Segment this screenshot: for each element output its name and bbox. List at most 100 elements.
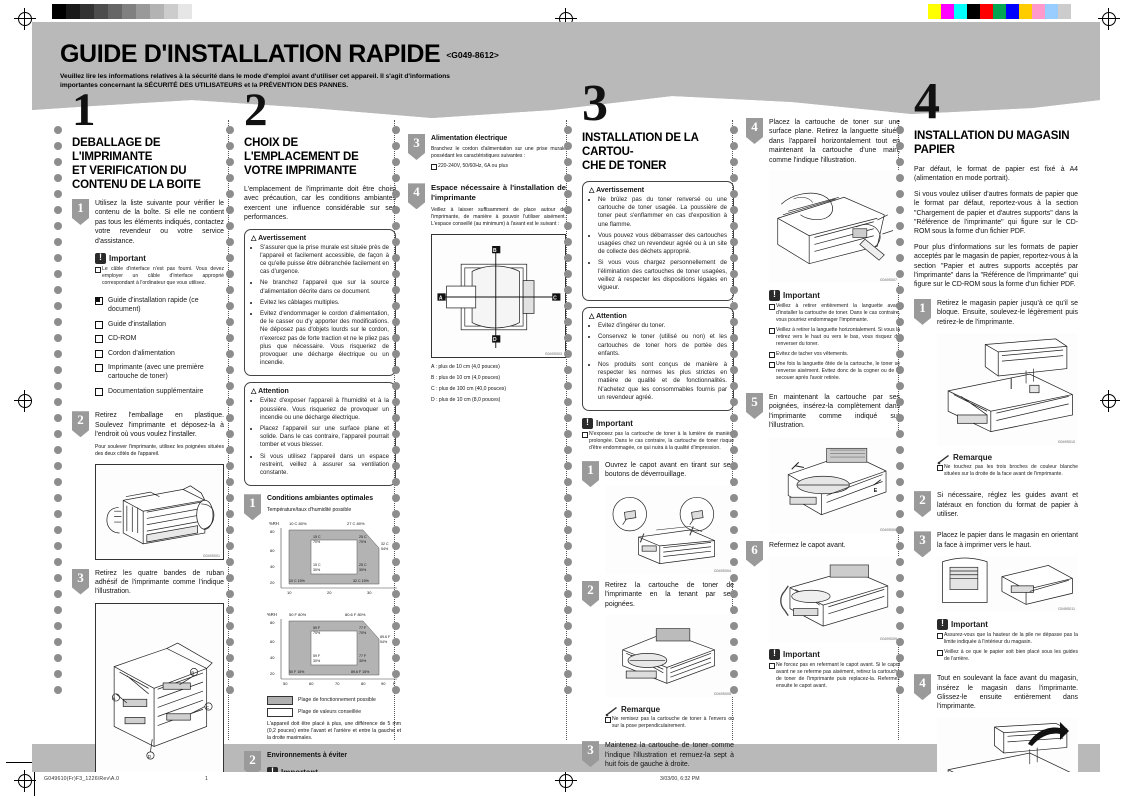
step-4-1: 1 Retirez le magasin papier jusqu'à ce q… [914,298,1078,481]
warning-item: Si vous vous chargez personnellement de … [598,259,727,292]
step-marker: 2 [914,491,931,518]
color-swatch [954,4,967,19]
figure-caption: G049S011 [1058,607,1075,612]
checklist-item[interactable]: Guide d'installation rapide (ce document… [95,296,224,315]
remove-tray-drawing [947,338,1073,433]
remark-block-title: Remarque [605,704,734,717]
step-1-2: 2 Retirez l'emballage en plastique. Soul… [72,411,224,560]
chart-annotation: 50 F 15% [289,670,305,674]
illustration-load-paper: G049S011 [937,556,1078,613]
chart-annotation: 10 C 80% [289,521,307,526]
color-swatch [1045,4,1058,19]
registration-mark-bottom-center [555,770,577,792]
caution-title: △ Attention [589,312,727,320]
section-heading-3: INSTALLATION DE LA CARTOU- CHE DE TONER [582,131,734,173]
footer-file-id: G049610(Fr)F3_1226\Rev\A.0 [44,776,120,782]
color-swatch [150,4,164,19]
warning-item: S'assurer que la prise murale est située… [260,244,389,277]
step-3-6: 6 Refermez le capot avant. [746,540,900,693]
step-marker: 4 [408,183,425,210]
important-list: N'exposez pas la cartouche de toner à la… [582,431,734,452]
illustration-insert-cartridge: E G049S008 [769,436,900,533]
step-marker: 1 [72,199,89,225]
remark-item: Ne touchez pas les trois broches de coul… [937,464,1078,478]
remark-pencil-icon [605,704,618,717]
chart-annotation: 80.6 F 80% [345,612,366,617]
chart-celsius-svg: %RH 10 C 80% 27 C 80% 80 60 40 20 15 C [269,521,397,595]
important-icon [769,289,780,302]
section-4-intro-3: Pour plus d'informations sur les formats… [914,243,1078,289]
remark-block-title: Remarque [937,452,1078,465]
checklist-item[interactable]: Documentation supplémentaire [95,387,224,397]
figure-caption: G049S010 [1057,440,1075,445]
important-item: N'exposez pas la cartouche de toner à la… [582,431,734,452]
important-item: Assurez-vous que la hauteur de la pile n… [937,632,1078,646]
power-spec-list: 220-240V, 50/60Hz, 6A ou plus [431,163,566,171]
chart-celsius: %RH 10 C 80% 27 C 80% 80 60 40 20 15 C [267,518,401,601]
color-swatch [80,4,94,19]
important-label: Important [783,291,820,301]
section-heading-line: CONTENU DE LA BOITE [72,179,201,191]
step-marker: 4 [914,674,931,701]
warning-item: Vous pouvez vous débarrasser des cartouc… [598,232,727,257]
step-2-1: 1 Conditions ambiantes optimales Tempéra… [244,494,401,741]
chart-annotation: 50 F 80% [289,612,307,617]
pencil-icon-svg [605,707,617,717]
chart-annotation: 89.6 F 15% [351,670,370,674]
insert-cartridge-drawing: E [787,447,887,515]
legend-entry-operating: Plage de fonctionnement possible [267,695,401,705]
important-label: Important [783,650,820,660]
caution-item: Si vous utilisez l'appareil dans un espa… [260,453,389,478]
color-swatch [1032,4,1045,19]
step-4-3: 3 Placez le papier dans le magasin en or… [914,531,1078,666]
illustration-printer-lifting: G049S001 [95,463,224,560]
legend-label: Plage de valeurs conseillée [298,709,362,716]
checklist-item[interactable]: Imprimante (avec une première cartouche … [95,363,224,382]
chart-legend: Plage de fonctionnement possible Plage d… [267,695,401,717]
step-marker: 2 [582,580,599,607]
dimension-c: C : plus de 100 cm (40,0 pouces) [431,386,507,393]
caution-box-3: △ Attention Evitez d'ingérer du toner. C… [582,307,734,412]
dot-rail-1 [54,126,63,702]
step-title: Alimentation électrique [431,135,508,142]
chart-annotation: 10 C 15% [289,579,306,583]
step-2-3: 3 Alimentation électrique Branchez le co… [408,134,566,173]
caution-item: Placez l'appareil sur une surface plane … [260,425,389,450]
warning-item: Ne branchez l'appareil que sur la source… [260,279,389,295]
dim-label-c: C [553,296,557,302]
step-text: En maintenant la cartouche par ses poign… [769,394,900,430]
important-list: Veillez à retirer entièrement la languet… [769,303,900,382]
section-heading-line: VOTRE IMPRIMANTE [244,165,357,177]
color-swatch [52,4,66,19]
chart-annotation: 32 C 15% [353,579,370,583]
step-marker: 2 [244,750,261,772]
important-list: Assurez-vous que la hauteur de la pile n… [937,632,1078,663]
illustration-remove-tab: G049S007 [769,171,900,284]
step-marker: 3 [914,531,931,558]
chart-ytick: 40 [270,655,275,660]
printer-tape-drawing: A B C D [111,642,213,760]
checklist-item[interactable]: CD-ROM [95,334,224,344]
important-icon [769,648,780,661]
chart-annotation: 30% [359,568,367,572]
step-text: Refermez le capot avant. [769,541,846,549]
step-text: Retirez le magasin papier jusqu'à ce qu'… [937,299,1078,326]
checklist-item[interactable]: Guide d'installation [95,320,224,330]
remove-toner-drawing [622,628,715,684]
remark-pencil-icon [937,452,950,465]
important-block-title: Important [937,618,1078,631]
remark-item: Ne remisez pas la cartouche de toner à l… [605,716,734,730]
box-contents-checklist: Guide d'installation rapide (ce document… [95,296,224,397]
chart-ytick: 20 [270,671,275,676]
document-code: <G049-8612> [446,50,499,60]
caution-label: Attention [258,388,289,396]
clearance-diagram: B D A C [437,246,561,349]
pencil-icon-svg [937,455,949,465]
dot-rail-2 [226,126,235,702]
step-marker: 3 [408,134,425,160]
remove-tab-drawing [777,192,894,265]
color-swatch [928,4,941,19]
warning-item: Ne brûlez pas du toner renversé ou une c… [598,196,727,229]
step-1-1: 1 Utilisez la liste suivante pour vérifi… [72,199,224,401]
checklist-item[interactable]: Cordon d'alimentation [95,349,224,359]
